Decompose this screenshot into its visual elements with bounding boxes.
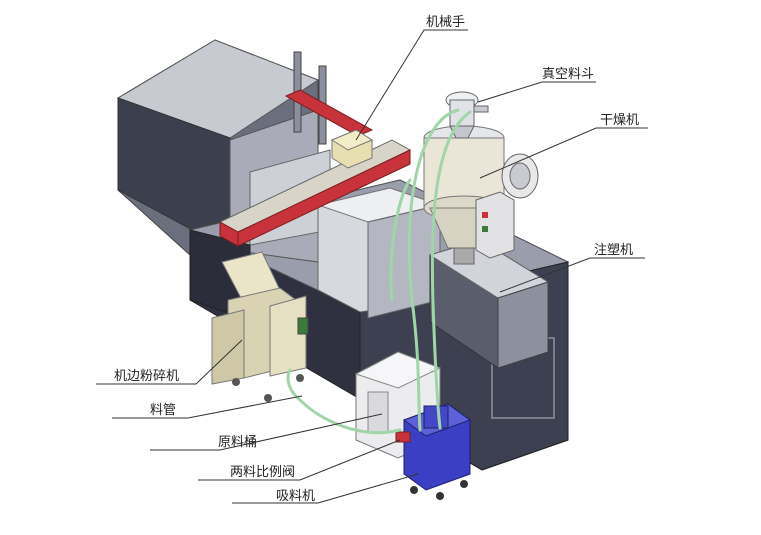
label-injection-machine: 注塑机	[594, 243, 633, 258]
label-raw-material-bucket: 原料桶	[218, 435, 257, 450]
robot-arm	[218, 51, 412, 247]
label-side-granulator: 机边粉碎机	[114, 369, 179, 384]
label-dryer: 干燥机	[600, 113, 639, 128]
leader-lines	[96, 29, 648, 504]
side-granulator	[211, 251, 309, 402]
label-vacuum-hopper: 真空料斗	[542, 67, 594, 82]
label-robot-arm: 机械手	[426, 15, 465, 30]
material-pipes	[286, 108, 472, 435]
label-material-pipe: 料管	[150, 403, 176, 418]
label-two-material-valve: 两料比例阀	[230, 465, 295, 480]
suction-machine	[395, 403, 472, 500]
vacuum-hopper	[445, 91, 489, 139]
label-suction-machine: 吸料机	[276, 489, 315, 504]
